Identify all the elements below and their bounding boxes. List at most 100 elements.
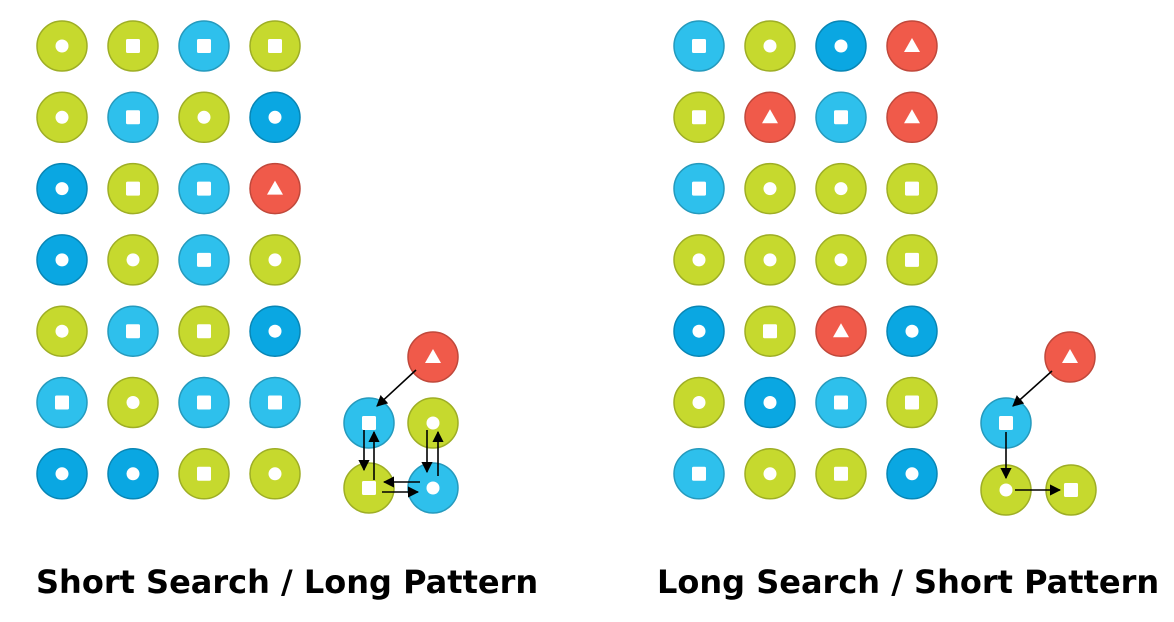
green-square-node [886,234,938,286]
light-blue-square-node [249,376,301,429]
red-triangle-node [249,162,301,215]
green-square-node [673,91,725,144]
green-circle-node [407,397,459,449]
green-circle-node [815,162,867,215]
circle-icon [763,253,777,267]
square-icon [999,416,1013,430]
dark-blue-circle-node [886,448,938,500]
circle-icon [763,396,777,409]
light-blue-square-node [178,162,230,215]
pattern-graph [343,331,459,514]
square-icon [763,324,777,339]
light-blue-square-node [178,376,230,429]
square-icon [362,481,376,495]
dark-blue-circle-node [107,448,159,500]
green-square-node [107,162,159,215]
square-icon [197,324,211,339]
red-triangle-node [1044,331,1096,383]
circle-icon [268,253,282,267]
dark-blue-circle-node [249,305,301,357]
light-blue-square-node [178,234,230,286]
circle-icon [197,110,211,124]
green-square-node [886,376,938,429]
green-square-node [744,305,796,357]
circle-icon [692,324,706,338]
circle-icon [692,253,706,267]
circle-icon [55,324,69,338]
red-triangle-node [886,20,938,72]
square-icon [126,39,140,53]
light-blue-square-node [980,397,1032,449]
circle-icon [126,253,140,267]
square-icon [905,181,919,196]
search-grid [673,20,938,500]
square-icon [905,252,919,267]
square-icon [834,395,848,410]
green-square-node [249,20,301,72]
square-icon [126,110,140,125]
light-blue-square-node [343,397,395,449]
circle-icon [905,467,919,481]
circle-icon [126,396,140,409]
green-circle-node [815,234,867,286]
circle-icon [268,324,282,338]
search-grid [36,20,301,500]
light-blue-square-node [107,91,159,144]
triangle-icon [904,109,920,124]
green-circle-node [178,91,230,144]
dark-blue-circle-node [36,448,88,500]
triangle-icon [267,180,283,195]
circle-icon [426,481,440,495]
green-circle-node [744,448,796,500]
square-icon [834,466,848,481]
green-circle-node [36,305,88,357]
green-square-node [178,305,230,357]
light-blue-square-node [815,91,867,144]
square-icon [197,395,211,410]
circle-icon [268,110,282,124]
pattern-edge-arrow [376,369,417,407]
triangle-icon [904,38,920,52]
pattern-graph [980,331,1097,516]
green-square-node [107,20,159,72]
dark-blue-circle-node [36,162,88,215]
green-circle-node [249,234,301,286]
square-icon [1064,483,1078,497]
light-blue-square-node [36,376,88,429]
circle-icon [55,39,69,53]
pattern-edges [358,369,444,498]
light-blue-square-node [107,305,159,357]
dark-blue-circle-node [249,91,301,144]
square-icon [834,110,848,125]
light-blue-square-node [178,20,230,72]
green-circle-node [107,234,159,286]
square-icon [197,466,211,481]
square-icon [197,181,211,196]
circle-icon [55,253,69,267]
square-icon [126,181,140,196]
dark-blue-circle-node [673,305,725,357]
square-icon [692,39,706,53]
dark-blue-circle-node [886,305,938,357]
panel-caption: Short Search / Long Pattern [36,563,539,601]
square-icon [197,39,211,53]
circle-icon [55,182,69,196]
green-square-node [343,462,395,514]
triangle-icon [425,349,441,363]
circle-icon [763,467,777,481]
square-icon [905,395,919,410]
circle-icon [763,182,777,196]
circle-icon [55,467,69,481]
light-blue-square-node [673,20,725,72]
square-icon [692,466,706,481]
square-icon [197,252,211,267]
circle-icon [905,324,919,338]
dark-blue-circle-node [815,20,867,72]
square-icon [692,110,706,125]
circle-icon [999,483,1013,497]
green-circle-node [744,234,796,286]
panel-long-search-short-pattern [673,20,1097,516]
light-blue-circle-node [407,462,459,514]
circle-icon [268,467,282,481]
triangle-icon [762,109,778,124]
